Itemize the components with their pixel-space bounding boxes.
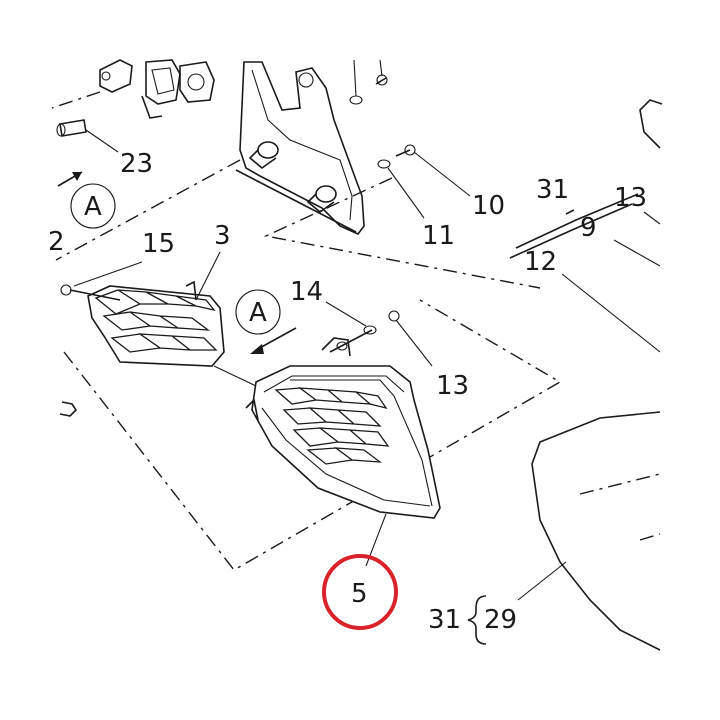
view-marker-a-top: A xyxy=(70,183,116,229)
callout-9: 9 xyxy=(580,213,597,243)
dashed-leader-bracket-left xyxy=(55,159,241,261)
bracket-assembly-top-left xyxy=(99,59,215,119)
callout-5: 5 xyxy=(351,579,368,609)
leader-12 xyxy=(561,273,661,353)
arrowhead-view-a-1 xyxy=(72,172,82,181)
mounting-bracket xyxy=(235,61,365,235)
callout-29: 29 xyxy=(484,605,517,635)
callout-31-bottom: 31 xyxy=(428,605,461,635)
arrowhead-view-a-2 xyxy=(250,344,264,354)
screw-10 xyxy=(395,144,416,157)
leader-11 xyxy=(387,167,425,219)
callout-11: 11 xyxy=(422,221,455,251)
callout-23: 23 xyxy=(120,149,153,179)
leader-3 xyxy=(195,251,221,301)
svg-text:A: A xyxy=(84,192,102,222)
leader-13 xyxy=(395,319,433,367)
callout-12: 12 xyxy=(524,247,557,277)
callout-2-partial: 2 xyxy=(48,227,65,257)
clip-fragment-left xyxy=(59,401,78,417)
leader-29 xyxy=(517,561,567,601)
screw-15 xyxy=(60,284,121,301)
brace-31-29 xyxy=(467,595,487,645)
screw-washer-top xyxy=(349,59,388,105)
screw-13-and-washer-14 xyxy=(329,310,400,353)
callout-3: 3 xyxy=(214,221,231,251)
dashed-leader-bracket-right xyxy=(263,177,541,289)
arrow-to-view-a-2 xyxy=(255,327,297,351)
assembly-line-3-to-5 xyxy=(213,365,257,387)
leader-14 xyxy=(325,301,367,327)
grille-mesh-insert-3 xyxy=(87,280,225,367)
bumper-panel-upper-right xyxy=(509,99,663,259)
leader-15 xyxy=(73,261,143,287)
callout-13-right: 13 xyxy=(614,183,647,213)
callout-13: 13 xyxy=(436,371,469,401)
callout-10: 10 xyxy=(472,191,505,221)
callout-31-top: 31 xyxy=(536,175,569,205)
highlight-circle-5 xyxy=(322,554,398,630)
leader-9 xyxy=(613,239,661,267)
svg-text:A: A xyxy=(249,298,267,328)
callout-15: 15 xyxy=(142,229,175,259)
part-23-pin xyxy=(56,119,87,137)
view-marker-a-middle: A xyxy=(235,289,281,335)
cover-panel-29 xyxy=(531,411,661,651)
washer-11 xyxy=(377,159,391,169)
leader-13-right xyxy=(643,211,661,225)
leader-10 xyxy=(413,151,471,197)
leader-23 xyxy=(85,129,119,153)
callout-14: 14 xyxy=(290,277,323,307)
fog-light-grille-5 xyxy=(245,337,441,519)
dashed-leader-top xyxy=(51,91,101,109)
